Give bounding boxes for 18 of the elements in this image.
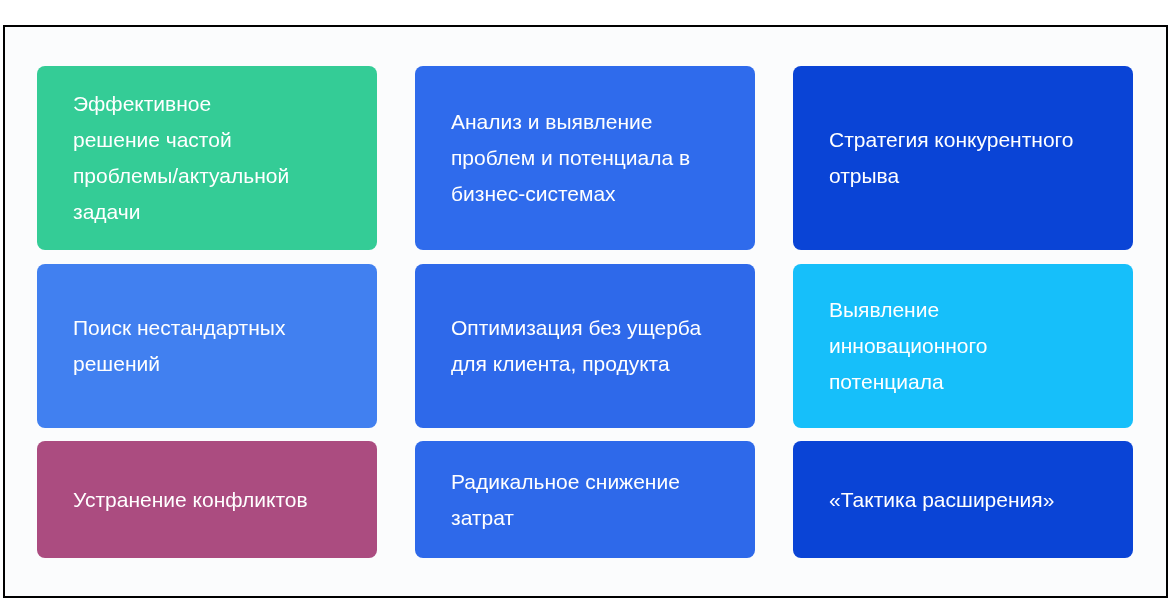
rounded-card [793,441,1133,558]
card-text: Оптимизация без ущерба для клиента, продукта [451,315,703,377]
card-text: «Тактика расширения» [829,486,1056,513]
card-text: Радикальное снижение затрат [451,468,681,531]
rounded-card [793,66,1133,250]
rounded-card [415,441,755,558]
card-text: Эффективное решение частой проблемы/актуальной задачи [73,91,291,225]
rounded-card [415,66,755,250]
card-text: Анализ и выявление проблем и потенциала в бизнес-системах [451,109,692,207]
rounded-card [37,66,377,250]
card-text: Выявление инновационного потенциала [829,297,989,395]
card-text: Стратегия конкурентного отрыва [829,127,1075,189]
rounded-card [37,441,377,558]
rounded-card [415,264,755,428]
rounded-card [793,264,1133,428]
card-text: Устранение конфликтов [73,486,309,513]
rounded-card [37,264,377,428]
card-text: Поиск нестандартных решений [73,315,287,377]
